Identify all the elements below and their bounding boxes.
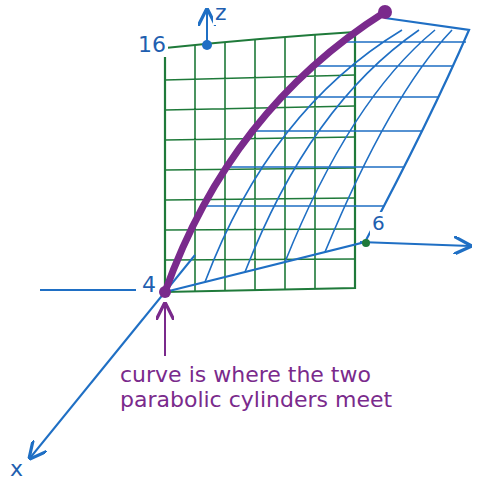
intersection-curve xyxy=(165,12,385,292)
curve-endpoint xyxy=(159,286,171,298)
y-axis xyxy=(40,289,136,291)
note-arrow xyxy=(164,304,166,356)
y-axis xyxy=(360,242,470,246)
label-holder: 4 xyxy=(140,272,158,297)
curve-endpoint xyxy=(378,5,392,19)
annotation-note: curve is where the two parabolic cylinde… xyxy=(118,362,448,413)
label-holder: curve is where the two parabolic cylinde… xyxy=(118,362,448,413)
label-holder: z xyxy=(213,0,229,25)
label-holder: x xyxy=(8,456,25,481)
axis-name: x xyxy=(8,456,25,481)
axis-name: z xyxy=(213,0,229,25)
axis-point xyxy=(362,239,370,247)
label-holder: 16 xyxy=(136,32,168,57)
label-holder: 6 xyxy=(370,212,387,235)
axis-value: 4 xyxy=(140,272,158,297)
green-surface-outline xyxy=(165,32,355,292)
axis-value: 16 xyxy=(136,32,168,57)
axis-point xyxy=(202,40,212,50)
axis-value: 6 xyxy=(370,212,387,235)
